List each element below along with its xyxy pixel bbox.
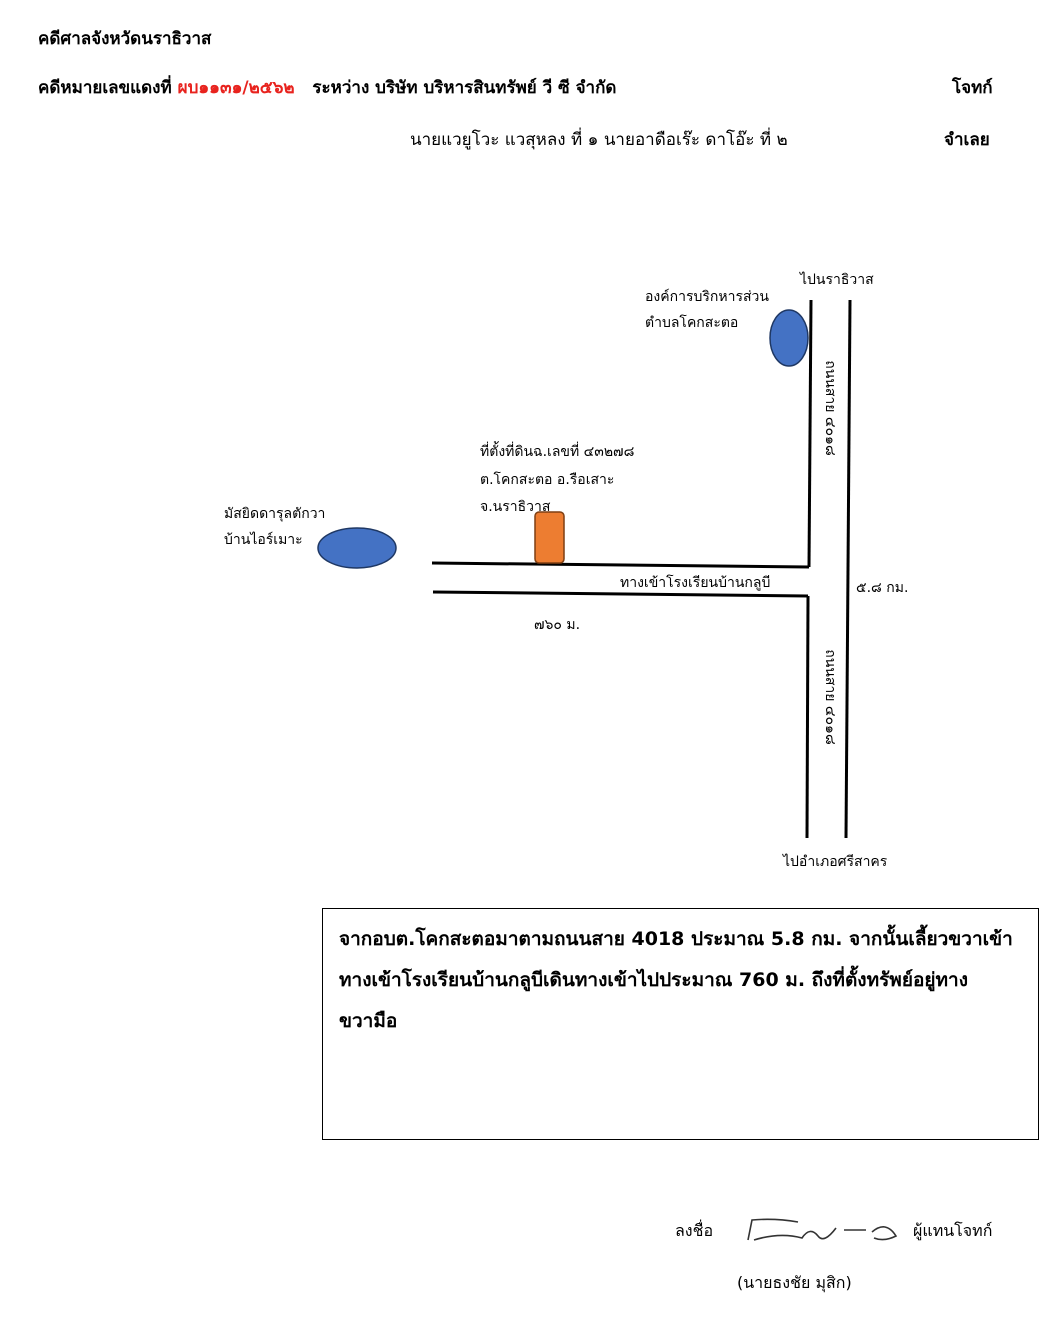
sign-label: ลงชื่อ (675, 1221, 714, 1240)
land-marker (534, 511, 565, 564)
main-road-left-upper (807, 299, 813, 568)
road-label-top: ถนนสาย ๔๐๑๘ (821, 360, 838, 456)
case-number: ผบ๑๑๓๑/๒๕๖๒ (177, 78, 295, 98)
court-title: คดีศาลจังหวัดนราธิวาส (38, 29, 212, 49)
signer-role: ผู้แทนโจทก์ (913, 1221, 993, 1240)
to-srisakhon-label: ไปอำเภอศรีสาคร (783, 854, 888, 870)
directions-line1: จากอบต.โคกสะตอมาตามถนนสาย 4018 ประมาณ 5.… (339, 928, 1013, 950)
side-road-top (431, 561, 810, 569)
mosque-marker (317, 527, 397, 569)
side-distance-label: ๗๖๐ ม. (534, 617, 581, 633)
plaintiff-name: ระหว่าง บริษัท บริหารสินทรัพย์ วี ซี จำก… (312, 78, 617, 98)
main-road-right (844, 299, 852, 839)
land-label-line1: ที่ตั้งที่ดินฉ.เลขที่ ๔๓๒๗๘ (480, 444, 635, 460)
side-road-bottom (432, 590, 809, 598)
defendant-label: จำเลย (944, 130, 990, 150)
side-road-label: ทางเข้าโรงเรียนบ้านกลูบี (620, 575, 771, 591)
sao-label-line1: องค์การบริกหารส่วน (645, 289, 769, 305)
to-narathiwat-label: ไปนราธิวาส (800, 272, 874, 288)
plaintiff-label: โจทก์ (952, 78, 993, 98)
mosque-label-line2: บ้านไอร์เมาะ (224, 532, 303, 548)
land-label-line3: จ.นราธิวาส (480, 499, 551, 515)
directions-box: จากอบต.โคกสะตอมาตามถนนสาย 4018 ประมาณ 5.… (322, 908, 1039, 1140)
signer-name: (นายธงชัย มุสิก) (737, 1273, 852, 1292)
directions-line3: ขวามือ (339, 1010, 398, 1032)
mosque-label-line1: มัสยิดดารุลตักวา (224, 506, 326, 522)
defendants: นายแวยูโวะ แวสุหลง ที่ ๑ นายอาดือเร๊ะ ดา… (410, 130, 788, 150)
case-line: คดีหมายเลขแดงที่ ผบ๑๑๓๑/๒๕๖๒ ระหว่าง บริ… (38, 74, 616, 101)
case-prefix: คดีหมายเลขแดงที่ (38, 78, 172, 98)
road-label-bottom: ถนนสาย ๔๐๑๘ (821, 649, 838, 745)
directions-line2: ทางเข้าโรงเรียนบ้านกลูบีเดินทางเข้าไปประ… (339, 969, 968, 991)
main-road-left-lower (805, 595, 810, 839)
sao-label-line2: ตำบลโคกสะตอ (645, 315, 739, 331)
land-label-line2: ต.โคกสะตอ อ.รือเสาะ (480, 472, 615, 488)
main-distance-label: ๕.๘ กม. (856, 580, 909, 596)
sao-marker (769, 309, 809, 367)
